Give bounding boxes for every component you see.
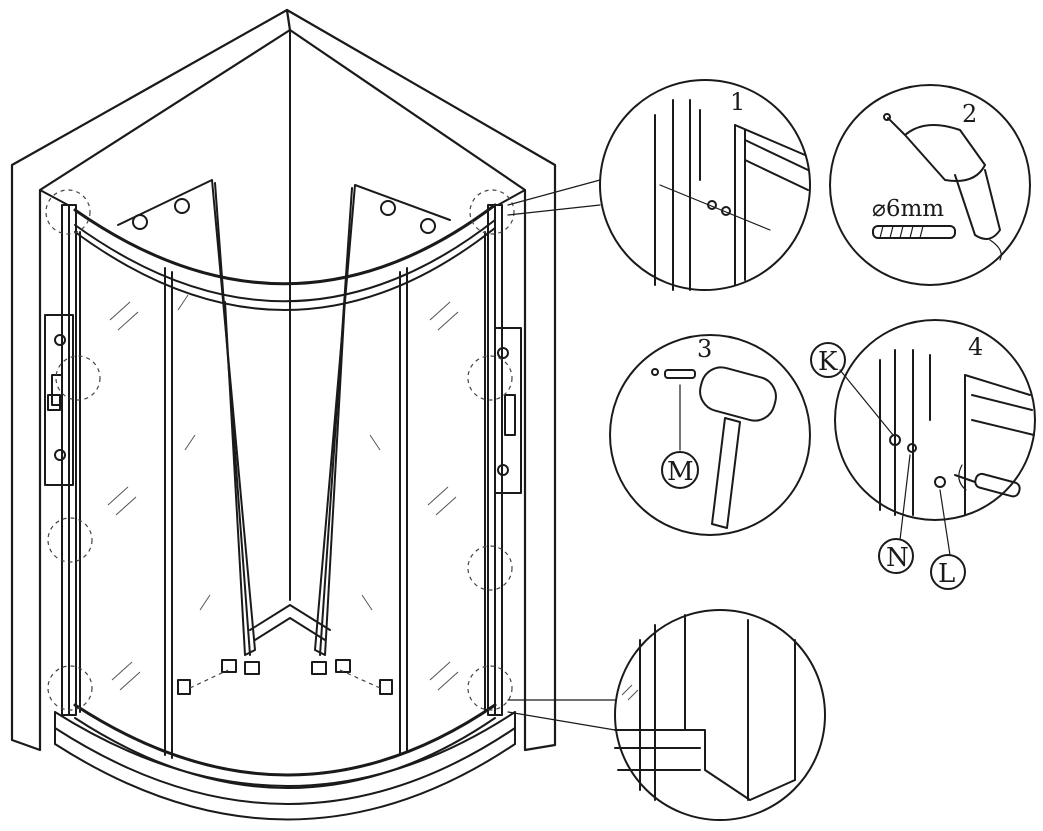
sliding-doors: [117, 179, 451, 695]
drill-bit-icon: [872, 225, 956, 239]
detail-step-2: ⌀6mm 2: [829, 84, 1031, 286]
curved-rails: [73, 203, 497, 789]
right-wall-profile: [487, 204, 522, 716]
shower-tray: [54, 604, 516, 821]
hammer-icon: [699, 366, 777, 529]
drill-bit-size: ⌀6mm: [872, 196, 944, 222]
step-4-number: 4: [968, 333, 983, 361]
corner-walls: [10, 8, 557, 752]
detail-step-1: 1: [599, 79, 811, 291]
detail-bottom-seal: [614, 609, 826, 821]
detail-markers: [45, 189, 515, 711]
wall-plug-icon: [651, 368, 696, 379]
part-label-l: L: [938, 559, 955, 589]
drill-icon: [883, 113, 1002, 261]
screwdriver-icon: [954, 464, 1021, 498]
step-3-number: 3: [697, 335, 712, 363]
part-label-k: K: [818, 347, 838, 377]
step-1-number: 1: [730, 88, 745, 116]
glass-reflections: [107, 294, 459, 691]
left-wall-profile: [44, 204, 77, 716]
detail-step-4: K N L 4: [810, 319, 1036, 590]
step-2-number: 2: [962, 100, 977, 128]
detail-step-3: M 3: [609, 334, 811, 536]
part-label-n: N: [886, 543, 909, 573]
part-label-m: M: [667, 457, 694, 487]
glass-panels: [79, 231, 486, 759]
callout-leaders: [507, 179, 616, 731]
